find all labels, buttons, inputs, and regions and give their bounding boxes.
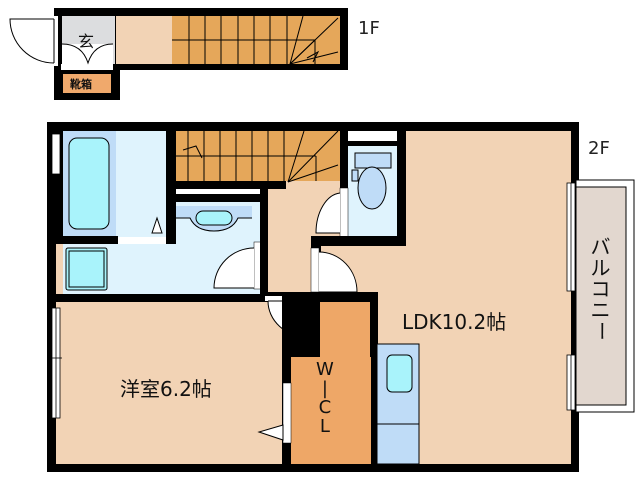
kitchen-sink	[386, 354, 413, 393]
washroom-door-swing	[213, 247, 255, 289]
toilet-bowl	[357, 166, 387, 210]
bathtub	[68, 137, 110, 230]
washing-machine-pan	[65, 247, 108, 291]
sink-basin	[195, 210, 233, 226]
ldk-label: LDK10.2帖	[402, 310, 507, 334]
ldk-door-swing	[318, 251, 358, 293]
balcony	[575, 186, 627, 406]
toilet-door-swing	[315, 192, 341, 234]
shoe-arc	[61, 43, 114, 65]
stair-treads-2f	[176, 130, 339, 183]
stair-arrow-1f	[306, 50, 320, 63]
wic-label: W | C L	[316, 359, 334, 437]
western-room-label: 洋室6.2帖	[120, 377, 212, 401]
stair-treads	[172, 15, 339, 65]
shoe-box	[63, 74, 111, 93]
front-door-swing	[9, 18, 55, 64]
first-floor-hall	[116, 16, 172, 64]
wic-door-marker	[257, 424, 284, 441]
toilet-tank	[354, 152, 392, 169]
bath-door-marker	[151, 216, 163, 234]
stair-arrow-2f	[182, 145, 203, 159]
shoe-box-label: 靴箱	[70, 78, 92, 91]
entrance-label: 玄	[78, 32, 95, 51]
first-floor	[9, 8, 348, 100]
entrance-step	[62, 44, 113, 64]
floor-label-2f: 2F	[588, 138, 610, 159]
second-floor	[47, 122, 635, 472]
bath-window	[51, 133, 61, 175]
balcony-label: バ ル コ ニ ー	[589, 235, 613, 342]
floor-label-1f: 1F	[358, 18, 380, 39]
